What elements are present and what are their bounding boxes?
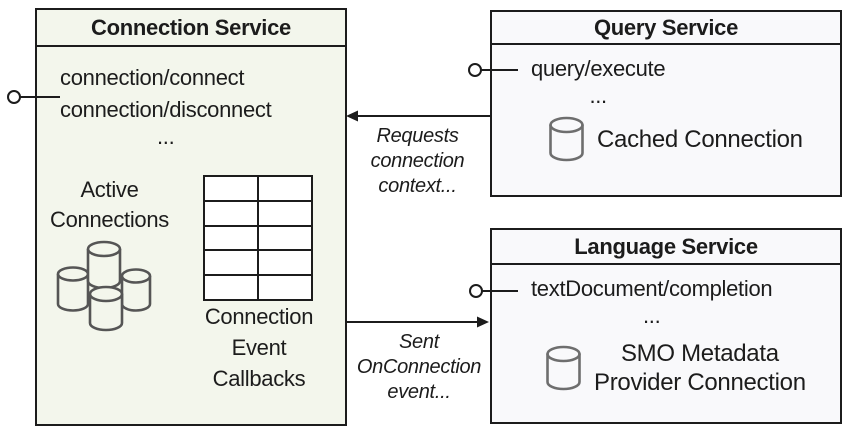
query-methods-ellipsis: ... [589, 83, 607, 108]
method-connection-connect: connection/connect [60, 65, 245, 90]
database-icon [549, 116, 584, 162]
database-cluster-icon [56, 240, 152, 332]
cylinder-bottom [88, 285, 124, 332]
cylinder-right [120, 268, 152, 312]
cached-connection-label: Cached Connection [597, 126, 803, 153]
cylinder-top [86, 240, 122, 290]
method-textdocument-completion: textDocument/completion [531, 276, 773, 301]
table-cell [259, 177, 311, 200]
table-cell [205, 226, 257, 250]
cached-connection-row: Cached Connection [547, 115, 803, 164]
query-service-box: Query Service query/execute ... Cached C… [490, 10, 842, 197]
connection-event-callbacks-label: Connection Event Callbacks [204, 304, 314, 391]
requests-connection-context-label: Requests connection context... [370, 125, 465, 197]
database-icon [546, 345, 581, 390]
table-cell [259, 276, 311, 299]
connection-methods-ellipsis: ... [156, 124, 175, 149]
query-service-title: Query Service [492, 12, 840, 45]
sent-onconnection-event-arrow [346, 316, 489, 328]
smo-connection-label: SMO Metadata Provider Connection [594, 340, 806, 396]
table-cell [259, 226, 311, 250]
query-methods: query/execute ... [531, 53, 666, 108]
connection-methods: connection/connect connection/disconnect… [60, 62, 272, 149]
table-cell [205, 251, 257, 275]
table-cell [205, 276, 257, 299]
table-cell [205, 177, 257, 200]
requests-connection-context-arrow [346, 110, 490, 122]
language-service-box: Language Service textDocument/completion… [490, 228, 842, 424]
cylinder-left [56, 266, 90, 312]
connection-table-icon [203, 175, 313, 301]
connection-service-title: Connection Service [37, 10, 345, 47]
table-cell [259, 201, 311, 225]
method-query-execute: query/execute [531, 56, 666, 81]
connection-service-box: Connection Service connection/connect co… [35, 8, 347, 426]
smo-connection-row: SMO Metadata Provider Connection [544, 339, 806, 397]
language-service-title: Language Service [492, 230, 840, 265]
active-connections-label: Active Connections [50, 177, 169, 232]
table-cell [259, 251, 311, 275]
table-cell [205, 201, 257, 225]
language-methods: textDocument/completion ... [531, 273, 773, 328]
method-connection-disconnect: connection/disconnect [60, 97, 272, 122]
sent-onconnection-event-label: Sent OnConnection event... [356, 331, 482, 403]
language-methods-ellipsis: ... [642, 303, 661, 328]
